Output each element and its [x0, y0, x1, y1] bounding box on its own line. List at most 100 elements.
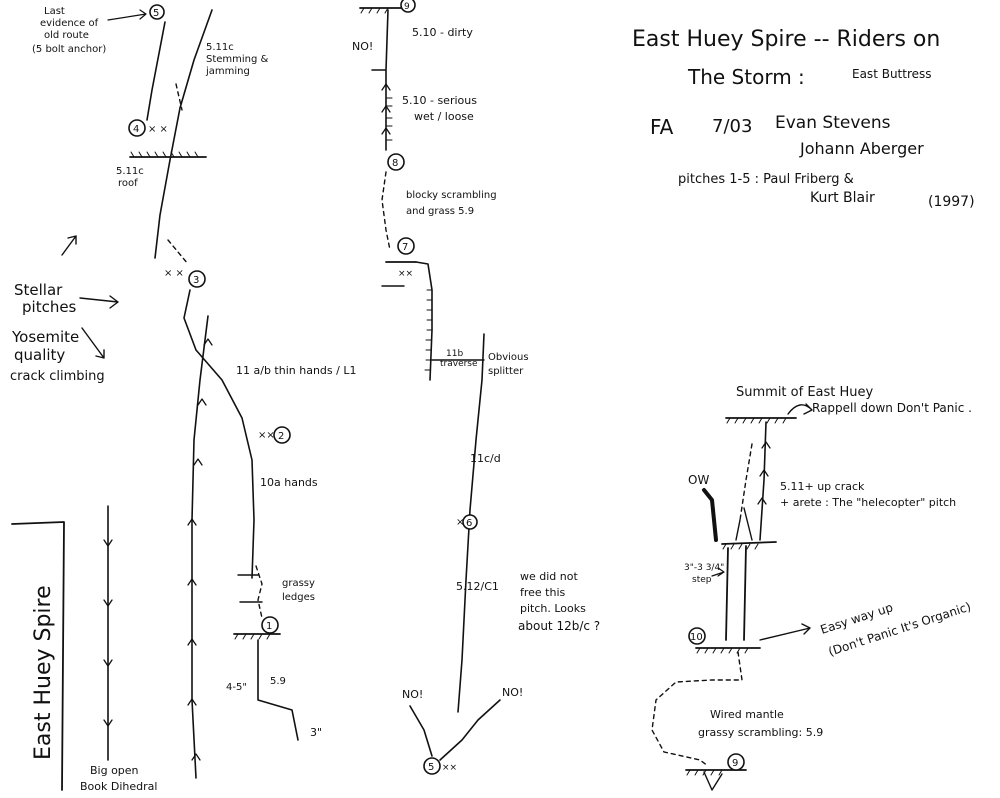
route-col3-dash — [739, 443, 753, 521]
title-line1: East Huey Spire -- Riders on — [632, 27, 940, 52]
anchor-9-label: 9 — [732, 758, 738, 769]
note-yosemite-2: quality — [14, 346, 65, 364]
col3-wired-2: grassy scrambling: 5.9 — [698, 726, 823, 739]
anchor-6-label: 6 — [466, 518, 472, 529]
route-dihedral-direction-icon — [103, 539, 113, 727]
col1-grade-511c: 5.11c — [206, 42, 234, 53]
anchor-col2-top — [400, 0, 416, 13]
fa-label: FA — [650, 115, 674, 139]
anchor-2-bolts: ×× — [258, 430, 275, 441]
route-col3-arete — [735, 507, 753, 541]
anchor-6-bolts: × — [456, 517, 464, 528]
col3-easy-2: (Don't Panic It's Organic) — [827, 599, 973, 658]
note-yosemite-1: Yosemite — [11, 328, 79, 346]
anchor-3-label: 3 — [193, 275, 199, 286]
route-col1-upper — [146, 21, 166, 121]
col1-roof: roof — [118, 178, 138, 189]
route-col1-arrow-line — [191, 315, 209, 779]
route-col1-direction-icon — [187, 338, 213, 761]
anchor-2-label: 2 — [278, 431, 284, 442]
ledge-roof-hatch — [130, 151, 199, 158]
col2-traverse-1: 11b — [446, 349, 463, 359]
formation-label: East Huey Spire — [31, 585, 56, 760]
anchor-10 — [688, 627, 706, 645]
anchor-8-label: 8 — [392, 158, 398, 169]
route-col1-lower-left — [183, 289, 255, 579]
bottom-label-2: Book Dihedral — [80, 780, 157, 793]
col2-no-2: NO! — [402, 688, 423, 701]
col1-note-2: evidence of — [40, 18, 99, 29]
chimney-walls — [725, 545, 747, 641]
fa-pitches-note: pitches 1-5 : Paul Friberg & — [678, 172, 854, 187]
title-line2: The Storm : — [687, 65, 805, 89]
fa-climber2: Johann Aberger — [799, 139, 924, 158]
ledge-grassy — [237, 574, 263, 603]
anchor-4-bolts: × × — [148, 124, 168, 135]
easy-way-arrow-icon — [759, 623, 811, 641]
fa-date: 7/03 — [712, 116, 752, 137]
anchor-9 — [727, 753, 745, 771]
ledge-col2-top-hatch — [360, 7, 389, 14]
col3-rappel: Rappell down Don't Panic . — [812, 401, 972, 415]
col2-not-free-4: about 12b/c ? — [518, 619, 600, 633]
col2-grade-512c1: 5.12/C1 — [456, 580, 499, 593]
col2-grade-11cd: 11c/d — [470, 452, 501, 465]
arrow-up-icon — [61, 235, 77, 256]
col2-grade-510-dirty: 5.10 - dirty — [412, 26, 473, 39]
col1-note-4: (5 bolt anchor) — [32, 44, 106, 55]
fa-year: (1997) — [928, 194, 975, 210]
anchor-4 — [128, 119, 146, 137]
col3-summit: Summit of East Huey — [736, 385, 874, 400]
ledge-summit-hatch — [726, 417, 787, 424]
col1-jamming: jamming — [205, 66, 250, 77]
anchor-7-label: 7 — [402, 242, 408, 253]
route-col2-upper — [371, 9, 389, 151]
col2-wet-loose: wet / loose — [414, 110, 474, 123]
route-col2-traverse-hatch — [424, 289, 433, 371]
ledge-anchor10-hatch — [696, 647, 749, 654]
col3-size-334: 3"-3 3/4" — [684, 563, 724, 573]
anchor-5-bottom — [423, 757, 441, 775]
route-col1-grassy-dash — [255, 565, 263, 619]
route-col1-dash-1 — [175, 83, 183, 111]
arrow-stellar-icon — [79, 295, 119, 309]
anchor-5-bottom-bolts: ×× — [442, 763, 457, 773]
route-col1-dash-2 — [167, 239, 189, 265]
anchor-6 — [462, 514, 478, 530]
fa-climber1: Evan Stevens — [775, 113, 891, 133]
arrow-yosemite-icon — [81, 327, 105, 359]
col1-note-1: Last — [44, 6, 65, 17]
anchor-1 — [261, 616, 279, 634]
bottom-label-1: Big open — [90, 764, 139, 777]
col2-no-3: NO! — [502, 686, 523, 699]
route-col2-blocky-dash — [381, 171, 391, 251]
route-col2-splitter — [457, 333, 485, 713]
col2-obvious-1: Obvious — [488, 352, 529, 363]
note-stellar-2: pitches — [22, 298, 77, 316]
anchor-5-bottom-label: 5 — [428, 762, 434, 773]
col1-grassy: grassy — [282, 578, 315, 589]
col3-crack-2: + arete : The "helecopter" pitch — [780, 496, 956, 509]
col3-wired-1: Wired mantle — [710, 708, 784, 721]
col1-grade-11ab: 11 a/b thin hands / L1 — [236, 364, 356, 377]
fa-climber3: Kurt Blair — [810, 190, 875, 206]
route-col2-hatch — [385, 97, 393, 141]
rappel-arrow-icon — [787, 403, 813, 415]
offwidth-crack — [702, 488, 718, 542]
route-col2-traverse — [415, 261, 433, 381]
col2-no-1: NO! — [352, 40, 373, 53]
step-arrow-icon — [711, 567, 725, 577]
col3-ow: OW — [688, 473, 709, 487]
col2-not-free-3: pitch. Looks — [520, 602, 586, 615]
anchor-col2-top-label: 9 — [404, 2, 410, 12]
route-col1-pitch1 — [257, 639, 299, 741]
col1-size-3: 3" — [310, 726, 322, 739]
col1-stemming: Stemming & — [206, 54, 269, 65]
ledge-col3-mid — [721, 541, 777, 545]
col1-note-3: old route — [44, 30, 89, 41]
anchor-3-bolts: × × — [164, 268, 184, 279]
anchor-4-label: 4 — [133, 124, 139, 135]
anchor-1-label: 1 — [266, 621, 272, 632]
